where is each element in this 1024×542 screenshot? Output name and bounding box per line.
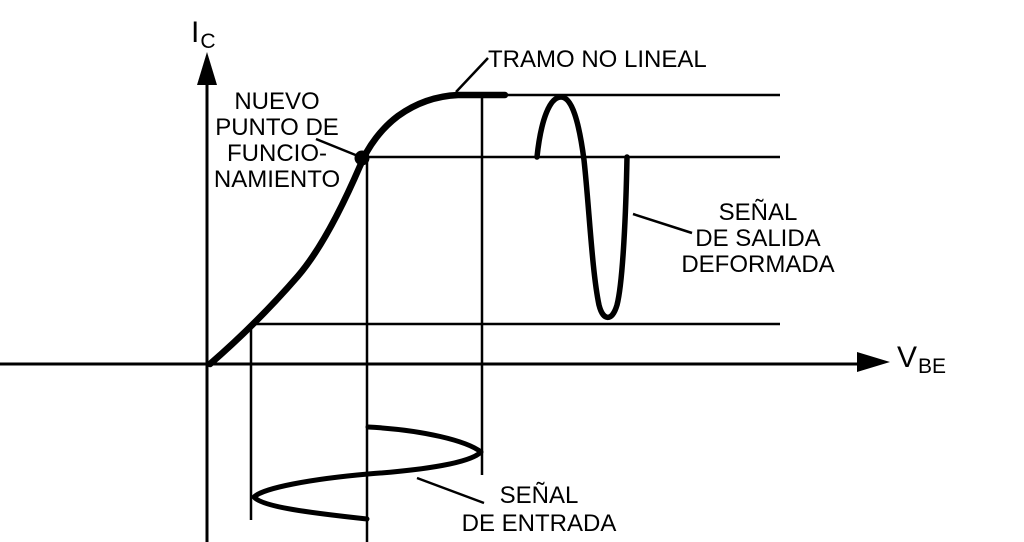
nonlinear-region-label: TRAMO NO LINEAL bbox=[488, 47, 707, 73]
input-signal-label: SEÑAL DE ENTRADA bbox=[462, 482, 617, 538]
operating-point-pointer-line bbox=[315, 137, 359, 158]
x-axis-label-main: V bbox=[897, 341, 918, 374]
distorted-output-line3: DEFORMADA bbox=[681, 251, 835, 278]
nonlinear-region-text: TRAMO NO LINEAL bbox=[488, 46, 707, 73]
input-signal-line2: DE ENTRADA bbox=[461, 510, 617, 537]
input-sine-waveform bbox=[251, 424, 484, 522]
input-signal-line1: SEÑAL bbox=[499, 482, 579, 509]
new-operating-point-line2: PUNTO DE bbox=[215, 114, 339, 141]
x-axis-label: VBE bbox=[897, 341, 947, 379]
y-axis-label-main: I bbox=[191, 16, 200, 49]
y-axis-label: IC bbox=[191, 16, 216, 54]
distorted-output-line1: SEÑAL bbox=[718, 199, 798, 226]
new-operating-point-line4: NAMIENTO bbox=[213, 166, 341, 193]
input-signal-pointer-line bbox=[416, 476, 485, 505]
transfer-curve bbox=[206, 91, 509, 368]
new-operating-point-line1: NUEVO bbox=[234, 88, 320, 115]
operating-point-dot bbox=[354, 150, 370, 166]
distorted-output-waveform bbox=[534, 94, 630, 321]
distorted-output-label: SEÑAL DE SALIDA DEFORMADA bbox=[681, 200, 834, 278]
new-operating-point-line3: FUNCIO- bbox=[227, 140, 327, 167]
distorted-output-line2: DE SALIDA bbox=[695, 225, 821, 252]
nonlinear-region-pointer-line bbox=[455, 57, 489, 93]
y-axis-label-subscript: C bbox=[200, 30, 216, 53]
y-axis-arrowhead-icon bbox=[197, 52, 217, 85]
output-signal-pointer-line bbox=[632, 212, 693, 235]
x-axis-arrowhead-icon bbox=[857, 352, 890, 372]
x-axis-label-subscript: BE bbox=[918, 355, 947, 378]
new-operating-point-label: NUEVO PUNTO DE FUNCIO- NAMIENTO bbox=[214, 89, 340, 193]
